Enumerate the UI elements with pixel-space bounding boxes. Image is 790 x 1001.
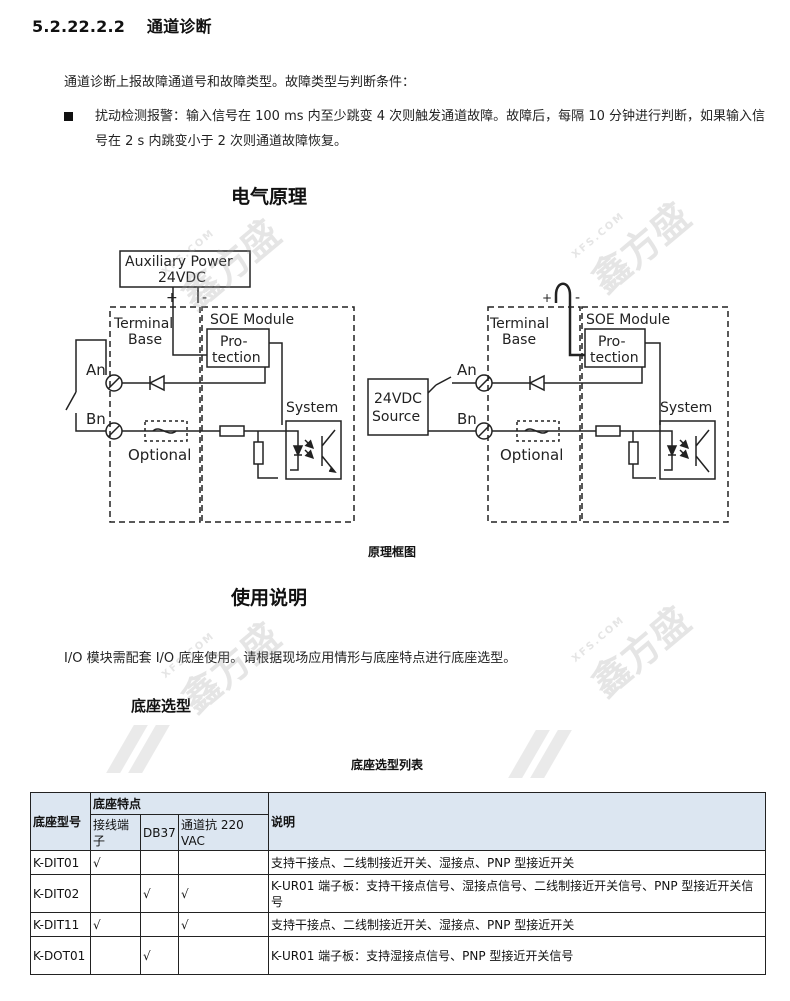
- minus-label-right: -: [575, 290, 580, 306]
- header-description: 说明: [268, 792, 766, 851]
- protection-box-left: [206, 328, 270, 368]
- cell-terminal: [90, 874, 141, 913]
- cell-terminal: [90, 936, 141, 975]
- plus-label-right: +: [542, 291, 552, 305]
- table-row: K-DIT02 √ √ K-UR01 端子板：支持干接点信号、湿接点信号、二线制…: [30, 874, 766, 913]
- table-title: 底座选型列表: [351, 758, 424, 772]
- cell-desc: 支持干接点、二线制接近开关、湿接点、PNP 型接近开关: [268, 912, 766, 937]
- terminal-label-right-1: Terminal: [489, 316, 549, 332]
- optocoupler-left: [285, 420, 342, 480]
- cell-terminal: √: [90, 850, 141, 875]
- usage-title: 使用说明: [231, 587, 308, 609]
- protection-label-right-1: Pro-: [598, 334, 626, 350]
- aux-power-label-2: 24VDC: [158, 270, 206, 286]
- source-label-2: Source: [372, 409, 420, 425]
- terminal-base-right: [487, 306, 581, 523]
- cell-ac: [178, 936, 269, 975]
- source-label-1: 24VDC: [374, 391, 422, 407]
- table-row: K-DIT01 √ 支持干接点、二线制接近开关、湿接点、PNP 型接近开关: [30, 850, 766, 875]
- terminal-label-right-2: Base: [502, 332, 536, 348]
- optional-label-right: Optional: [500, 446, 563, 464]
- bullet-paragraph: 扰动检测报警：输入信号在 100 ms 内至少跳变 4 次则触发通道故障。故障后…: [95, 109, 765, 149]
- protection-label-right-2: tection: [590, 350, 639, 366]
- table-row: K-DOT01 √ K-UR01 端子板：支持湿接点信号、PNP 型接近开关信号: [30, 936, 766, 975]
- section-heading: 5.2.22.2.2 通道诊断: [32, 13, 212, 37]
- terminal-base-left: [109, 306, 201, 523]
- system-label-right: System: [660, 400, 712, 416]
- section-number: 5.2.22.2.2: [32, 17, 126, 36]
- protection-box-right: [584, 328, 646, 368]
- cell-model: K-DIT02: [30, 874, 91, 913]
- soe-module-right: [581, 306, 729, 523]
- cell-desc: K-UR01 端子板：支持湿接点信号、PNP 型接近开关信号: [268, 936, 766, 975]
- cell-terminal: √: [90, 912, 141, 937]
- source-box: [367, 378, 429, 436]
- optional-label-left: Optional: [128, 446, 191, 464]
- protection-label-left-1: Pro-: [220, 334, 248, 350]
- cell-ac: [178, 850, 269, 875]
- bullet-square-icon: [64, 112, 73, 121]
- header-terminal: 接线端子: [90, 814, 141, 851]
- soe-module-left: [201, 306, 355, 523]
- circuit-diagram: Auxiliary Power 24VDC + - Terminal Base …: [65, 250, 729, 523]
- minus-label-left: -: [202, 290, 207, 306]
- cell-ac: √: [178, 912, 269, 937]
- header-features: 底座特点: [90, 792, 269, 815]
- bn-label-right: Bn: [457, 410, 477, 428]
- cell-db37: [140, 850, 179, 875]
- cell-db37: √: [140, 936, 179, 975]
- protection-label-left-2: tection: [212, 350, 261, 366]
- intro-paragraph: 通道诊断上报故障通道号和故障类型。故障类型与判断条件：: [64, 75, 416, 90]
- cell-db37: √: [140, 874, 179, 913]
- terminal-label-left-2: Base: [128, 332, 162, 348]
- diagram-title: 电气原理: [231, 186, 308, 208]
- system-label-left: System: [286, 400, 338, 416]
- cell-model: K-DOT01: [30, 936, 91, 975]
- bn-label-left: Bn: [86, 410, 106, 428]
- section-title: 通道诊断: [146, 17, 212, 36]
- aux-power-label-1: Auxiliary Power: [125, 254, 233, 270]
- an-label-left: An: [86, 361, 106, 379]
- cell-desc: K-UR01 端子板：支持干接点信号、湿接点信号、二线制接近开关信号、PNP 型…: [268, 874, 766, 913]
- soe-label-right: SOE Module: [586, 312, 670, 328]
- base-selection-table: 底座型号 底座特点 说明 接线端子 DB37 通道抗 220 VAC K-DIT…: [30, 792, 766, 975]
- table-row: K-DIT11 √ √ 支持干接点、二线制接近开关、湿接点、PNP 型接近开关: [30, 912, 766, 937]
- cell-desc: 支持干接点、二线制接近开关、湿接点、PNP 型接近开关: [268, 850, 766, 875]
- aux-power-box: [119, 250, 251, 288]
- diagram-caption: 原理框图: [368, 545, 417, 559]
- header-db37: DB37: [140, 814, 179, 851]
- header-model: 底座型号: [30, 792, 91, 851]
- soe-label-left: SOE Module: [210, 312, 294, 328]
- selection-subtitle: 底座选型: [131, 697, 192, 715]
- an-label-right: An: [457, 361, 477, 379]
- cell-ac: √: [178, 874, 269, 913]
- plus-label-left: +: [166, 290, 178, 306]
- cell-db37: [140, 912, 179, 937]
- optocoupler-right: [659, 420, 716, 480]
- terminal-label-left-1: Terminal: [113, 316, 173, 332]
- usage-paragraph: I/O 模块需配套 I/O 底座使用。请根据现场应用情形与底座特点进行底座选型。: [64, 651, 517, 666]
- cell-model: K-DIT11: [30, 912, 91, 937]
- header-ac: 通道抗 220 VAC: [178, 814, 269, 851]
- cell-model: K-DIT01: [30, 850, 91, 875]
